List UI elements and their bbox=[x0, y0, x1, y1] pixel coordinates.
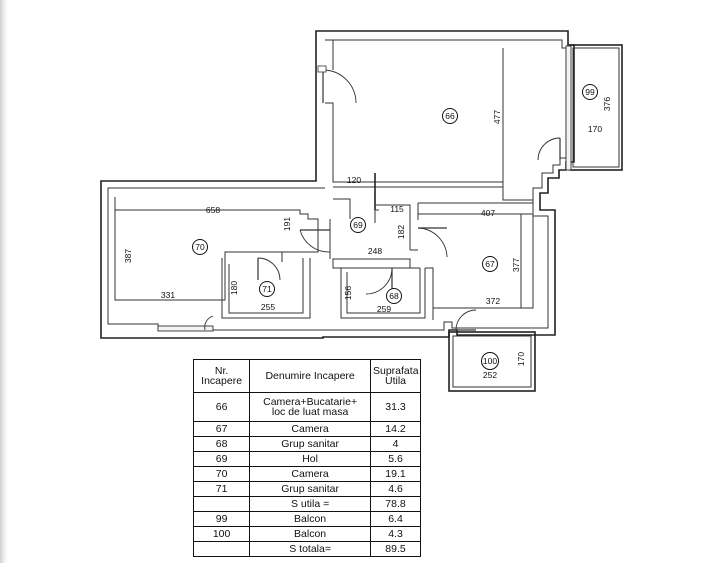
dim-376: 376 bbox=[602, 97, 612, 111]
cell-name: Hol bbox=[249, 451, 371, 467]
room-70-label: 70 bbox=[195, 242, 205, 252]
cell-area: 89.5 bbox=[370, 541, 421, 557]
cell-nr: 70 bbox=[192, 466, 251, 482]
cell-nr: 67 bbox=[192, 421, 251, 437]
dim-477: 477 bbox=[492, 110, 502, 124]
cell-name: Grup sanitar bbox=[249, 436, 371, 452]
cell-nr: 99 bbox=[192, 511, 251, 527]
area-table: Nr. Incapere Denumire Incapere Suprafata… bbox=[192, 359, 421, 557]
balcony-100 bbox=[448, 331, 536, 392]
table-row: 100 Balcon 4.3 bbox=[192, 526, 421, 542]
dim-182: 182 bbox=[396, 225, 406, 239]
cell-name: Camera bbox=[249, 466, 371, 482]
cell-nr: 71 bbox=[192, 481, 251, 497]
dim-180: 180 bbox=[229, 281, 239, 295]
cell-nr: 100 bbox=[192, 526, 251, 542]
room-99-label: 99 bbox=[585, 87, 595, 97]
cell-name: Camera bbox=[249, 421, 371, 437]
dim-252: 252 bbox=[483, 370, 497, 380]
dim-259: 259 bbox=[377, 304, 391, 314]
balcony-99 bbox=[565, 44, 623, 171]
dim-115: 115 bbox=[390, 204, 404, 214]
table-row: 99 Balcon 6.4 bbox=[192, 511, 421, 527]
dim-407: 407 bbox=[481, 208, 495, 218]
cell-name: S utila = bbox=[249, 496, 371, 512]
cell-area: 78.8 bbox=[370, 496, 421, 512]
cell-area: 5.6 bbox=[370, 451, 421, 467]
table-row: S utila = 78.8 bbox=[192, 496, 421, 512]
dim-658: 658 bbox=[206, 205, 220, 215]
dim-387: 387 bbox=[123, 249, 133, 263]
cell-name: S totala= bbox=[249, 541, 371, 557]
cell-area: 4.3 bbox=[370, 526, 421, 542]
dim-372: 372 bbox=[486, 296, 500, 306]
cell-name: Grup sanitar bbox=[249, 481, 371, 497]
cell-nr: 69 bbox=[192, 451, 251, 467]
table-header-row: Nr. Incapere Denumire Incapere Suprafata… bbox=[192, 359, 421, 393]
room-66-label: 66 bbox=[445, 111, 455, 121]
room-67-label: 67 bbox=[485, 259, 495, 269]
dim-377: 377 bbox=[511, 258, 521, 272]
table-row: 67 Camera 14.2 bbox=[192, 421, 421, 437]
dim-170-balcony-99: 170 bbox=[588, 124, 602, 134]
cell-nr bbox=[192, 496, 251, 512]
cell-area: 6.4 bbox=[370, 511, 421, 527]
window bbox=[157, 325, 214, 332]
cell-name: Balcon bbox=[249, 511, 371, 527]
dim-191: 191 bbox=[282, 217, 292, 231]
dimension-labels: 658 387 331 191 180 255 120 115 182 248 … bbox=[123, 97, 612, 380]
room-68-label: 68 bbox=[389, 291, 399, 301]
cell-nr: 68 bbox=[192, 436, 251, 452]
table-row: 70 Camera 19.1 bbox=[192, 466, 421, 482]
dim-331: 331 bbox=[161, 290, 175, 300]
cell-area: 31.3 bbox=[370, 392, 421, 422]
dim-156: 156 bbox=[343, 286, 353, 300]
header-nr: Nr. Incapere bbox=[192, 359, 251, 393]
table-row: S totala= 89.5 bbox=[192, 541, 421, 557]
table-row: 69 Hol 5.6 bbox=[192, 451, 421, 467]
room-69-label: 69 bbox=[353, 220, 363, 230]
dim-120: 120 bbox=[347, 175, 361, 185]
room-100-label: 100 bbox=[483, 356, 497, 366]
room-71-walls bbox=[221, 252, 311, 319]
room-66-walls bbox=[317, 40, 561, 201]
table-row: 71 Grup sanitar 4.6 bbox=[192, 481, 421, 497]
room-labels: 66 67 68 69 70 71 99 100 bbox=[192, 84, 598, 370]
cell-area: 4.6 bbox=[370, 481, 421, 497]
cell-area: 4 bbox=[370, 436, 421, 452]
dim-170-balcony-100: 170 bbox=[516, 352, 526, 366]
cell-nr bbox=[192, 541, 251, 557]
cell-nr: 66 bbox=[192, 392, 251, 422]
header-name: Denumire Incapere bbox=[249, 359, 371, 393]
table-row: 68 Grup sanitar 4 bbox=[192, 436, 421, 452]
cell-name: Camera+Bucatarie+ loc de luat masa bbox=[249, 392, 371, 422]
scan-edge bbox=[0, 0, 8, 563]
dim-248: 248 bbox=[368, 246, 382, 256]
header-area: Suprafata Utila bbox=[370, 359, 421, 393]
room-67-walls bbox=[204, 214, 534, 331]
cell-name: Balcon bbox=[249, 526, 371, 542]
cell-area: 14.2 bbox=[370, 421, 421, 437]
room-71-label: 71 bbox=[262, 284, 272, 294]
table-row: 66 Camera+Bucatarie+ loc de luat masa 31… bbox=[192, 392, 421, 422]
cell-area: 19.1 bbox=[370, 466, 421, 482]
dim-255: 255 bbox=[261, 302, 275, 312]
